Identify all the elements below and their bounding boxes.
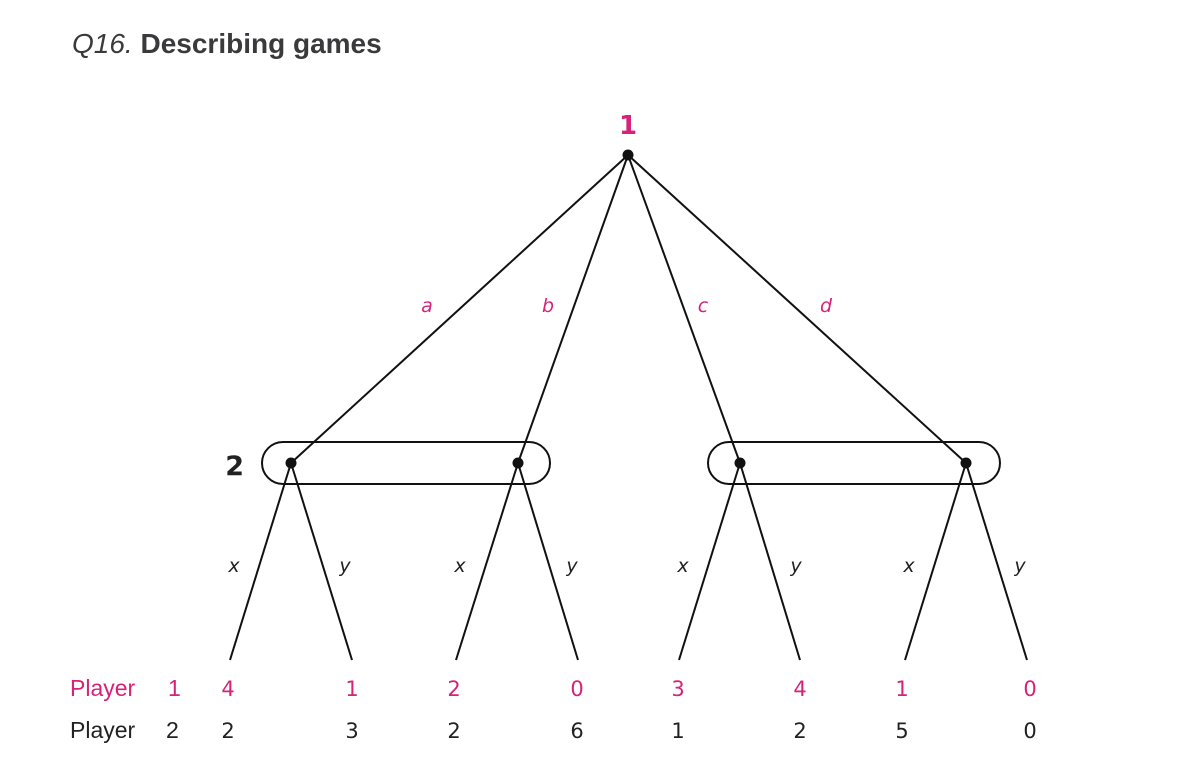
infoset-player-label: 2: [225, 451, 244, 482]
edge-player2-7: [965, 462, 1028, 661]
edge-move-a: [290, 154, 629, 464]
information-set-1: [261, 441, 551, 485]
edge-move-d: [627, 154, 967, 464]
page-title: Q16. Describing games: [72, 28, 382, 60]
payoff-player2-2: 2: [447, 719, 460, 743]
payoff-player1-4: 3: [671, 677, 684, 701]
question-title: Describing games: [140, 28, 382, 59]
edge-player2-1: [290, 462, 353, 661]
edge-move-b: [517, 154, 629, 464]
edge-move-c: [627, 154, 741, 464]
player2-node-1: [285, 457, 297, 469]
player2-node-2: [512, 457, 524, 469]
move-label-a: a: [421, 295, 433, 317]
payoff-player2-5: 2: [793, 719, 806, 743]
payoff-player1-0: 4: [221, 677, 234, 701]
root-player-label: 1: [619, 111, 637, 141]
payoff-player2-0: 2: [221, 719, 234, 743]
edge-player2-5: [739, 462, 801, 661]
player2-move-label-2: x: [453, 555, 466, 577]
information-sets: [261, 441, 1001, 485]
edge-player2-6: [904, 462, 967, 661]
payoff-player1-7: 0: [1023, 677, 1036, 701]
payoff-player2-6: 5: [895, 719, 908, 743]
edge-player2-0: [229, 462, 292, 661]
tree-labels: 1 2 a b c d x y x y x y x y: [225, 111, 1026, 577]
payoff-player2-1: 3: [345, 719, 358, 743]
payoff-player1-6: 1: [895, 677, 908, 701]
player2-move-label-3: y: [565, 555, 578, 577]
edge-player2-2: [455, 462, 519, 661]
tree-edges: [229, 154, 1028, 661]
tree-nodes: [285, 149, 972, 469]
payoff-player1-2: 2: [447, 677, 460, 701]
player2-move-label-4: x: [676, 555, 689, 577]
payoff-player2-4: 1: [671, 719, 684, 743]
information-set-2: [707, 441, 1001, 485]
move-label-c: c: [698, 295, 709, 317]
edge-player2-4: [678, 462, 741, 661]
root-node: [622, 149, 634, 161]
player2-move-label-6: x: [902, 555, 915, 577]
question-number: Q16.: [72, 28, 133, 59]
payoff-player1-3: 0: [570, 677, 583, 701]
player2-move-label-5: y: [789, 555, 802, 577]
move-label-b: b: [542, 295, 554, 317]
payoff-player2-3: 6: [570, 719, 583, 743]
player2-move-label-7: y: [1013, 555, 1026, 577]
player2-node-3: [734, 457, 746, 469]
player2-move-label-0: x: [227, 555, 240, 577]
move-label-d: d: [820, 295, 833, 317]
player2-node-4: [960, 457, 972, 469]
payoff-player1-5: 4: [793, 677, 806, 701]
player2-move-label-1: y: [338, 555, 351, 577]
payoff-player2-7: 0: [1023, 719, 1036, 743]
payoff-player1-1: 1: [345, 677, 358, 701]
edge-player2-3: [517, 462, 579, 661]
